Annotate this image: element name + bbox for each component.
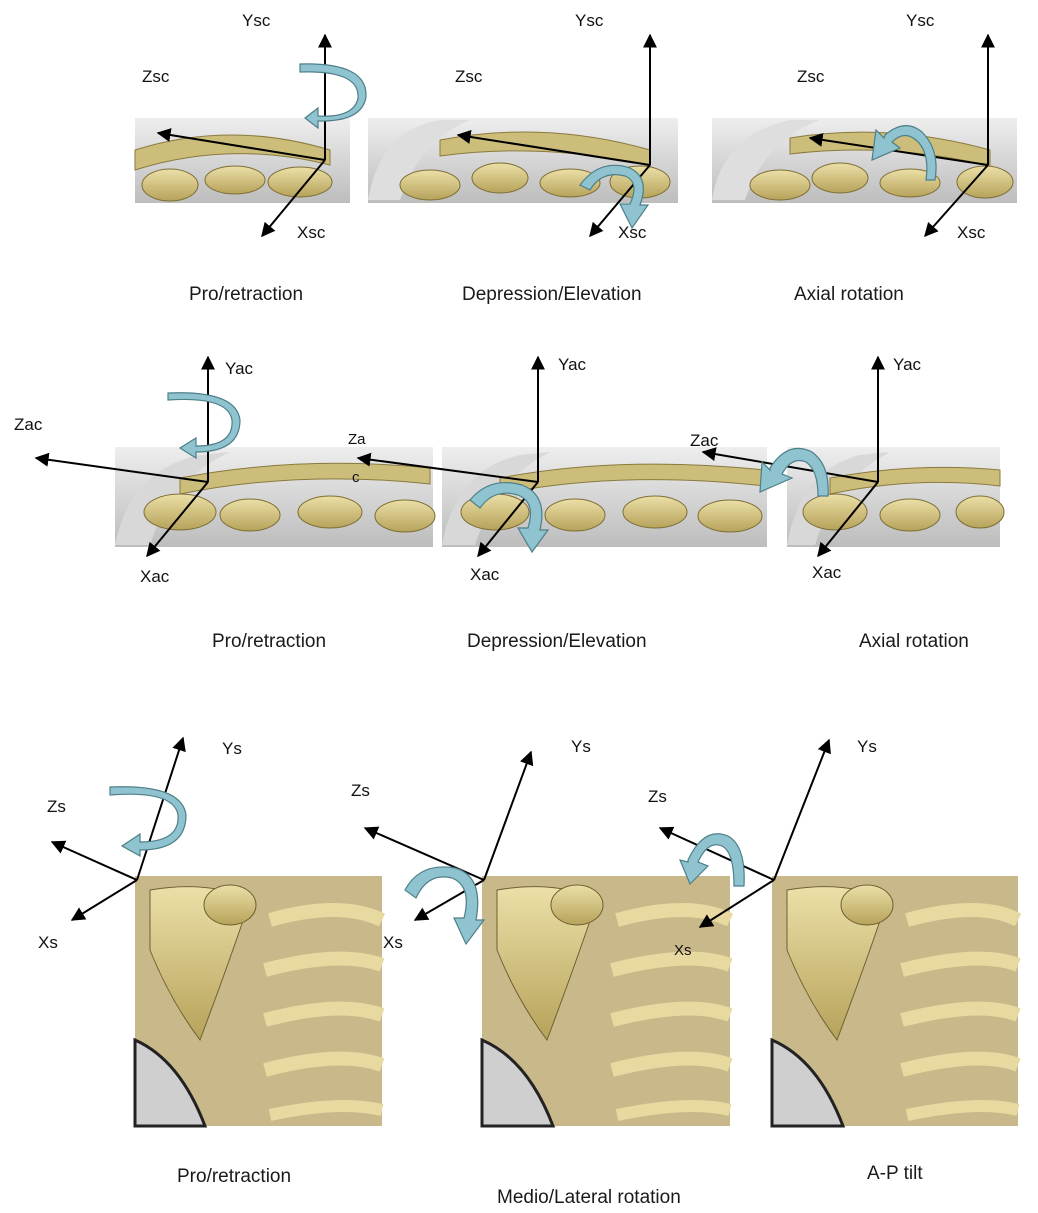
y-axis-label: Yac bbox=[225, 359, 254, 378]
y-axis-label: Yac bbox=[893, 355, 922, 374]
z-axis-label: Zac bbox=[14, 415, 43, 434]
y-axis-label: Ys bbox=[571, 737, 591, 756]
x-axis-label: Xac bbox=[140, 567, 170, 586]
x-axis-label: Xsc bbox=[618, 223, 647, 242]
caption-scapula-ap-tilt: A-P tilt bbox=[867, 1163, 923, 1185]
x-axis-label: Xs bbox=[38, 933, 58, 952]
x-axis-label: Xs bbox=[383, 933, 403, 952]
panel-sc-axial-rotation: Ysc Zsc Xsc bbox=[712, 11, 1017, 242]
panel-sc-pro-retraction: Ysc Zsc Xsc bbox=[135, 11, 366, 242]
caption-ac-pro-retraction: Pro/retraction bbox=[212, 631, 326, 653]
z-axis-label-suffix: c bbox=[352, 469, 360, 486]
y-axis-label: Ysc bbox=[242, 11, 271, 30]
panel-scapula-medio-lateral-rotation: Ys Zs Xs bbox=[351, 737, 730, 1126]
rotation-arrow-icon bbox=[110, 787, 186, 856]
caption-scapula-pro-retraction: Pro/retraction bbox=[177, 1166, 291, 1188]
scapula-illustration bbox=[482, 876, 730, 1126]
y-axis-arrow bbox=[484, 752, 531, 880]
z-axis-label: Zac bbox=[690, 431, 719, 450]
panel-ac-pro-retraction: Yac Zac Xac bbox=[14, 357, 435, 586]
z-axis-label: Zs bbox=[47, 797, 66, 816]
caption-sc-depression-elevation: Depression/Elevation bbox=[462, 284, 642, 306]
x-axis-label: Xs bbox=[674, 942, 692, 959]
clavicle-illustration bbox=[368, 118, 678, 203]
z-axis-label: Zsc bbox=[797, 67, 825, 86]
caption-scapula-medio-lateral-rotation: Medio/Lateral rotation bbox=[497, 1187, 681, 1209]
caption-ac-axial-rotation: Axial rotation bbox=[859, 631, 969, 653]
y-axis-label: Ysc bbox=[575, 11, 604, 30]
rotation-arrow-icon bbox=[300, 64, 366, 128]
x-axis-arrow bbox=[72, 880, 137, 920]
z-axis-label: Za bbox=[348, 431, 366, 448]
rotation-arrow-icon bbox=[405, 867, 484, 944]
y-axis-arrow bbox=[774, 740, 829, 880]
y-axis-label: Ysc bbox=[906, 11, 935, 30]
caption-ac-depression-elevation: Depression/Elevation bbox=[467, 631, 647, 653]
scapula-illustration bbox=[135, 876, 382, 1126]
x-axis-label: Xsc bbox=[297, 223, 326, 242]
caption-sc-pro-retraction: Pro/retraction bbox=[189, 284, 303, 306]
panel-sc-depression-elevation: Ysc Zsc Xsc bbox=[368, 11, 678, 242]
caption-sc-axial-rotation: Axial rotation bbox=[794, 284, 904, 306]
x-axis-label: Xsc bbox=[957, 223, 986, 242]
z-axis-label: Zsc bbox=[142, 67, 170, 86]
clavicle-illustration bbox=[712, 118, 1017, 203]
scapula-illustration bbox=[772, 876, 1018, 1126]
y-axis-label: Yac bbox=[558, 355, 587, 374]
z-axis-label: Zsc bbox=[455, 67, 483, 86]
x-axis-label: Xac bbox=[470, 565, 500, 584]
z-axis-label: Zs bbox=[351, 781, 370, 800]
panel-scapula-pro-retraction: Ys Zs Xs bbox=[38, 738, 382, 1126]
clavicle-illustration bbox=[135, 118, 350, 203]
y-axis-label: Ys bbox=[857, 737, 877, 756]
z-axis-label: Zs bbox=[648, 787, 667, 806]
x-axis-label: Xac bbox=[812, 563, 842, 582]
y-axis-label: Ys bbox=[222, 739, 242, 758]
